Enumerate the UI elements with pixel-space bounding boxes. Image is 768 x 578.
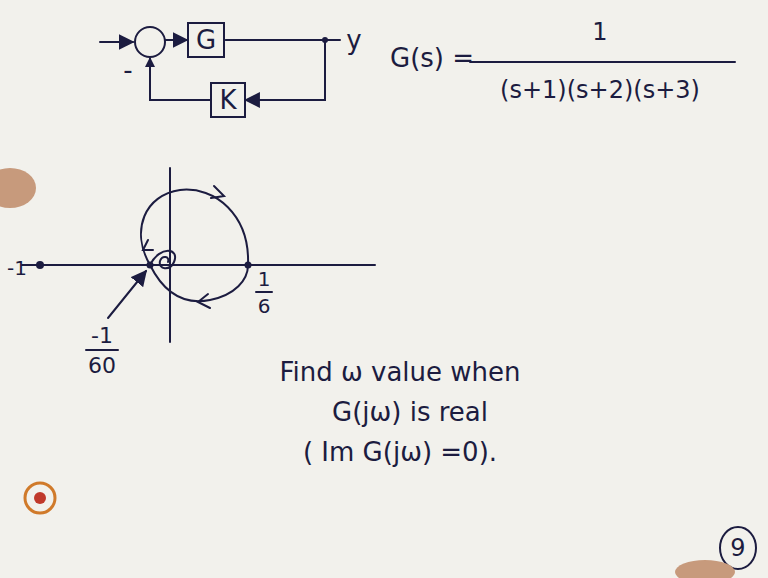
axis-value: -1 [91, 324, 113, 348]
hand [675, 560, 735, 578]
real-axis [22, 264, 375, 266]
page-circle [720, 527, 756, 569]
sign: - [123, 56, 132, 85]
axis-value: 60 [88, 354, 116, 378]
transfer-function: G(s) = [390, 44, 474, 73]
numerator: 1 [592, 19, 607, 45]
page-number: 9 [730, 535, 745, 561]
pointer-arrow [108, 271, 146, 318]
curve-arrow [143, 240, 153, 250]
imag-axis [169, 168, 171, 342]
block-box: K [210, 82, 245, 119]
critical-point [36, 261, 44, 269]
note: G(jω) is real [332, 398, 488, 427]
denominator: (s+1)(s+2)(s+3) [500, 77, 700, 103]
axis-value: 1 [258, 268, 271, 290]
summing-junction [135, 27, 165, 57]
curve-arrow [211, 186, 224, 198]
crossing-dot [147, 262, 154, 269]
note: ( Im G(jω) =0). [303, 438, 497, 467]
signal-name: y [346, 26, 361, 55]
input-arrow [100, 41, 133, 43]
hand [0, 168, 36, 208]
fraction-bar [256, 291, 272, 293]
curve-arrow [198, 294, 210, 308]
crossing-dot [245, 262, 252, 269]
block-label: K [219, 86, 236, 115]
nyquist-inner-loop [150, 251, 175, 269]
nyquist-curve [141, 190, 248, 302]
logo [25, 483, 55, 513]
fraction-bar [86, 349, 118, 351]
block-label: G [196, 26, 216, 55]
axis-value: 6 [258, 295, 271, 317]
note: Find ω value when [279, 358, 520, 387]
axis-value: -1 [7, 257, 27, 279]
block-box: G [187, 22, 225, 59]
fraction-bar [470, 61, 735, 63]
